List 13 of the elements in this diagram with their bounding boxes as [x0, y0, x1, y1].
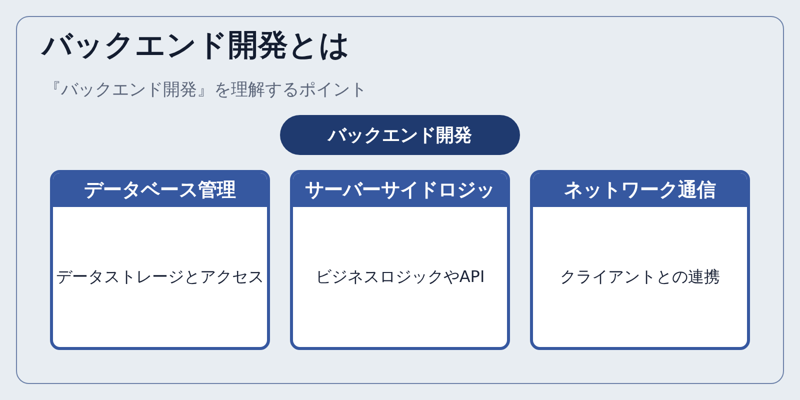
description: ビジネスロジックやAPI — [315, 267, 485, 287]
heading-pill: バックエンド開発 — [280, 115, 520, 155]
card — [530, 170, 750, 350]
subtitle: 『バックエンド開発』を理解するポイント — [44, 79, 367, 101]
card-header: ネットワーク通信 — [533, 173, 747, 207]
card — [290, 170, 510, 350]
description: クライアントとの連携 — [560, 267, 720, 287]
card-header: サーバーサイドロジッ — [293, 173, 507, 207]
description: データストレージとアクセス — [56, 267, 264, 287]
card — [50, 170, 270, 350]
panel — [16, 16, 784, 384]
title: バックエンド開発とは — [42, 28, 350, 64]
card-header: データベース管理 — [53, 173, 267, 207]
